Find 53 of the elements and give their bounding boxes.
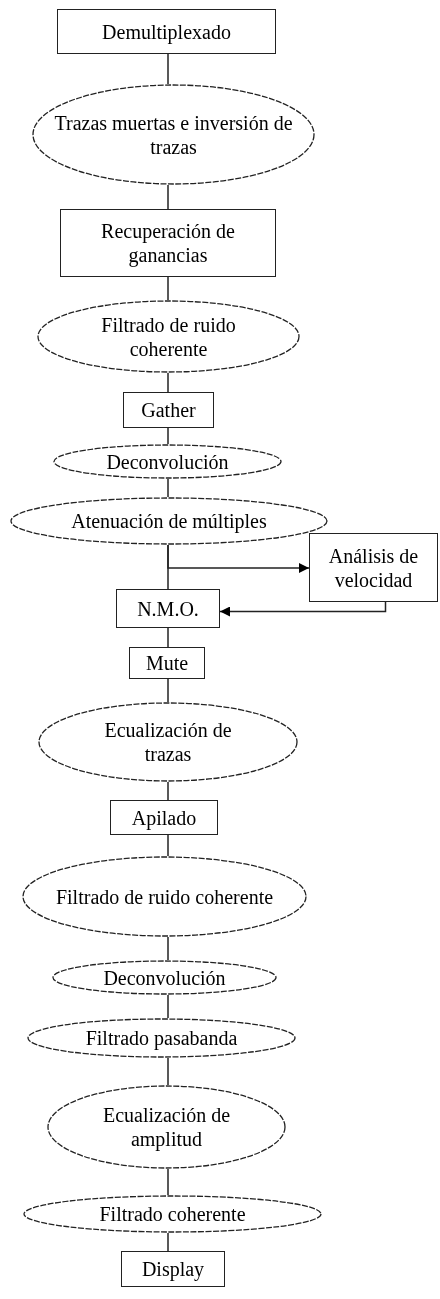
step-label: Filtrado de ruido coherente: [55, 884, 274, 909]
step-label: Demultiplexado: [102, 19, 231, 44]
connector-line: [167, 781, 169, 801]
step-label: Deconvolución: [103, 965, 226, 990]
connector-line: [167, 184, 169, 210]
process-ellipse: [10, 497, 328, 545]
process-box: [129, 647, 205, 679]
step-label: Análisis de velocidad: [327, 543, 420, 592]
process-ellipse: [32, 84, 315, 185]
process-box: [309, 533, 438, 602]
connector-line: [167, 1168, 169, 1196]
connector-line: [167, 1057, 169, 1086]
process-ellipse: [38, 702, 298, 782]
connector-line: [167, 478, 169, 498]
step-label: Mute: [145, 651, 189, 675]
connector-line: [167, 678, 169, 703]
process-ellipse: [47, 1085, 286, 1169]
process-ellipse: [53, 444, 282, 479]
step-label: Filtrado pasabanda: [85, 1026, 238, 1050]
process-ellipse: [22, 856, 307, 937]
process-box: [60, 209, 276, 277]
step-label: Atenuación de múltiples: [71, 509, 267, 533]
step-label: Gather: [141, 398, 196, 422]
step-label: Filtrado de ruido coherente: [100, 312, 237, 361]
connector-line: [167, 1232, 169, 1252]
process-ellipse: [23, 1195, 322, 1233]
step-label: N.M.O.: [137, 596, 199, 621]
step-label: Ecualización de amplitud: [101, 1103, 232, 1151]
connector-line: [167, 834, 169, 857]
process-box: [123, 392, 214, 428]
step-label: Deconvolución: [106, 449, 229, 474]
connector-line: [167, 994, 169, 1019]
arrow: [167, 544, 310, 573]
process-box: [121, 1251, 225, 1287]
step-label: Filtrado coherente: [99, 1202, 246, 1226]
process-box: [110, 800, 218, 835]
process-box: [57, 9, 276, 54]
connector-line: [167, 372, 169, 393]
connector-line: [167, 276, 169, 301]
step-label: Display: [141, 1257, 205, 1281]
connector-line: [167, 627, 169, 648]
process-ellipse: [37, 300, 300, 373]
arrow: [219, 601, 387, 617]
process-ellipse: [27, 1018, 296, 1058]
process-box: [116, 589, 220, 628]
step-label: Apilado: [131, 805, 197, 830]
connector-line: [167, 936, 169, 961]
process-ellipse: [52, 960, 277, 995]
connector-line: [167, 427, 169, 445]
step-label: Recuperación de ganancias: [100, 219, 236, 267]
connector-line: [167, 53, 169, 85]
step-label: Ecualización de trazas: [103, 718, 233, 766]
step-label: Trazas muertas e inversión de trazas: [53, 110, 294, 159]
